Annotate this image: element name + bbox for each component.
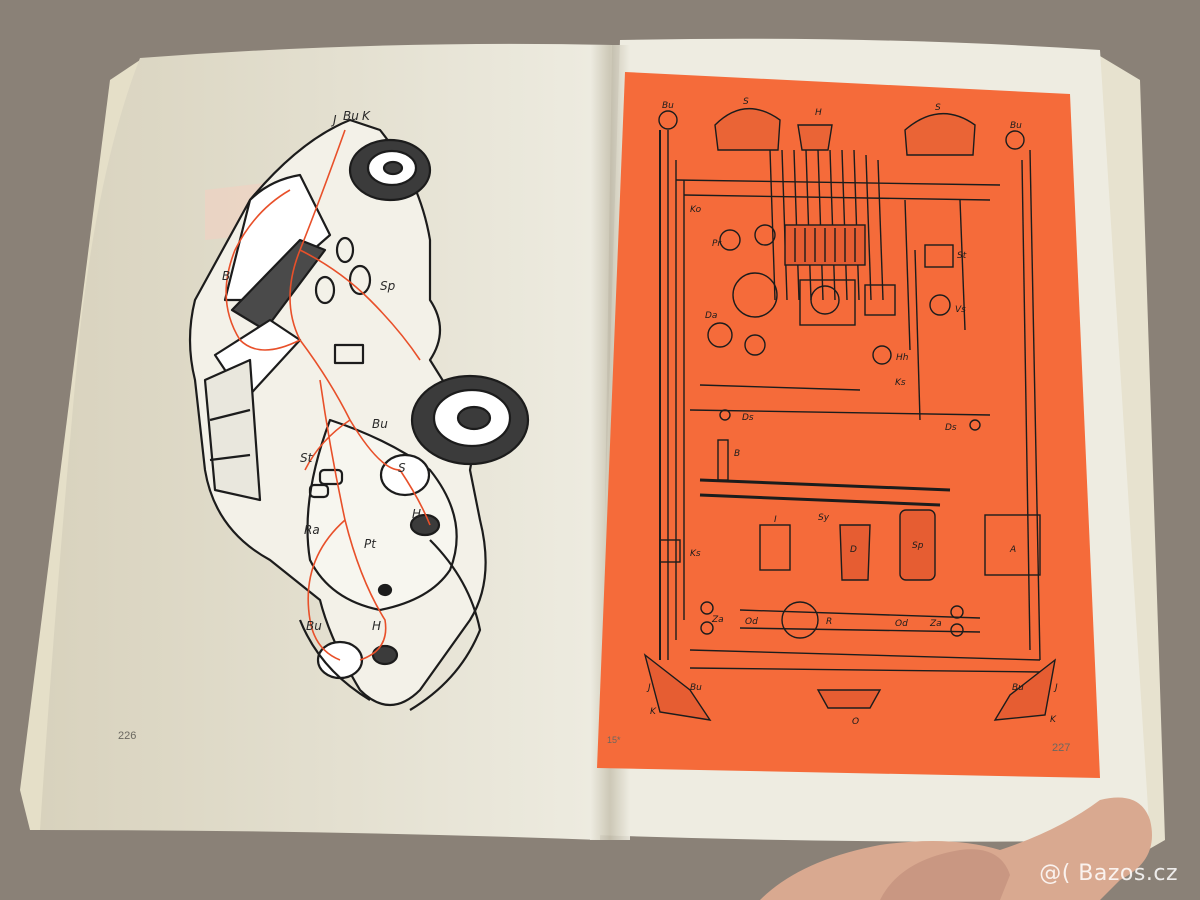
car-label-h-lower: H [372,619,381,633]
label-plate-lamp: O [852,717,859,727]
label-za-right: Za [929,619,942,629]
label-k-left: K [650,707,657,717]
label-od-left: Od [745,617,758,627]
label-coil: I [774,515,777,525]
label-k-right: K [1050,715,1057,725]
label-headlamp-left: S [743,97,749,107]
label-bu-left: Bu [690,683,702,693]
label-ds-right: Ds [945,423,957,433]
car-label-bu-lower: Bu [306,619,322,633]
label-hh: Hh [896,353,909,363]
car-label-b: B [222,269,230,283]
watermark: @( Bazos.cz [1039,861,1178,886]
label-sy: Sy [818,513,830,523]
wiring-diagram [643,107,1057,721]
car-label-ra: Ra [304,523,320,537]
label-st: St [957,251,967,261]
label-b: B [734,449,740,459]
car-label-pt: Pt [364,537,377,551]
label-za-left: Za [711,615,724,625]
car-label-bu-top: Bu [343,109,359,123]
right-page-number: 227 [1052,742,1071,754]
label-bu-top-right: Bu [1010,121,1022,131]
label-battery: A [1009,545,1016,555]
signature-mark: 15* [607,735,621,745]
label-pr: Pr [712,239,722,249]
diagram-labels: Bu Bu S S H St Vs Hh Ks Ds Ds B Ks I D S… [646,97,1058,727]
car-label-st: St [300,451,314,465]
label-ds-left: Ds [742,413,754,423]
hand-thumb [760,797,1152,900]
car-label-j: J [331,113,337,127]
label-sp: Sp [912,541,924,551]
car-label-bu-mid: Bu [372,417,388,431]
label-headlamp-right: S [935,103,941,113]
car-illustration [188,118,530,711]
car-labels: J Bu K Ra St Bu Pt H Sp S B H Bu [222,109,421,633]
label-vs: Vs [955,305,966,315]
label-da: Da [705,311,717,321]
car-label-k: K [362,109,371,123]
hand-finger [880,849,1010,900]
label-od-right: Od [895,619,908,629]
car-wiring [225,129,431,661]
label-r: R [826,617,832,627]
label-j-right: J [1053,683,1058,693]
orange-diagram-plate [597,72,1100,778]
label-bu-top-left: Bu [662,101,674,111]
label-horn: H [815,108,822,118]
car-label-s: S [398,461,406,475]
label-ks-lower: Ks [690,549,701,559]
label-bu-right: Bu [1012,683,1024,693]
car-label-sp: Sp [380,279,396,293]
left-page-number: 226 [118,730,137,742]
label-ko: Ko [690,205,702,215]
label-ks-upper: Ks [895,378,906,388]
label-j-left: J [646,683,651,693]
car-label-h: H [412,507,421,521]
label-distributor: D [850,545,857,555]
